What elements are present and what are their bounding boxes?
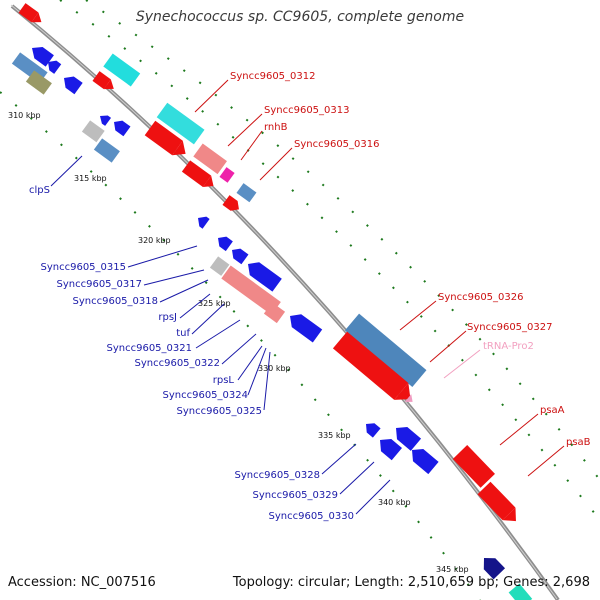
gene-arrow[interactable]: [181, 160, 218, 191]
reverse-features: [11, 42, 506, 580]
tick-track-mid: [59, 0, 600, 521]
gene-arrow[interactable]: [25, 70, 52, 95]
kbp-label: 315 kbp: [74, 174, 107, 183]
reverse-leader-lines: [50, 155, 391, 515]
gene-label-reverse[interactable]: Syncc9605_0330: [269, 511, 355, 522]
gene-arrow[interactable]: [221, 265, 281, 315]
gene-arrow[interactable]: [28, 42, 54, 67]
gene-label-reverse[interactable]: clpS: [29, 185, 50, 196]
kbp-label: 340 kbp: [378, 498, 411, 507]
gene-label-reverse[interactable]: Syncc9605_0325: [177, 406, 263, 417]
kbp-label: 310 kbp: [8, 111, 41, 120]
gene-label-forward[interactable]: psaB: [566, 437, 591, 448]
gene-label-forward[interactable]: Syncc9605_0312: [230, 71, 316, 82]
gene-arrow[interactable]: [44, 57, 62, 74]
gene-arrow[interactable]: [193, 143, 227, 175]
kbp-scale-labels: 310 kbp 315 kbp 320 kbp 325 kbp 330 kbp …: [8, 111, 469, 574]
kbp-label: 320 kbp: [138, 236, 171, 245]
gene-label-forward[interactable]: Syncc9605_0316: [294, 139, 380, 150]
gene-arrow[interactable]: [243, 258, 282, 292]
gene-label-forward[interactable]: Syncc9605_0326: [438, 292, 524, 303]
gene-label-reverse[interactable]: rpsJ: [158, 312, 177, 323]
reverse-gene-labels: clpS Syncc9605_0315 Syncc9605_0317 Syncc…: [29, 185, 354, 522]
gene-arrow[interactable]: [97, 112, 112, 126]
trna-leader-line: [443, 349, 481, 379]
tick-track-inner: [0, 91, 481, 600]
forward-features: [18, 3, 533, 600]
gene-label-reverse[interactable]: Syncc9605_0321: [107, 343, 193, 354]
gene-arrow[interactable]: [391, 422, 422, 451]
gene-arrow[interactable]: [285, 310, 323, 343]
gene-arrow[interactable]: [404, 394, 416, 406]
gene-label-forward[interactable]: Syncc9605_0327: [467, 322, 553, 333]
gene-arrow[interactable]: [93, 138, 120, 163]
gene-arrow[interactable]: [222, 195, 242, 214]
gene-label-reverse[interactable]: rpsL: [213, 375, 235, 386]
kbp-label: 345 kbp: [436, 565, 469, 574]
gene-label-reverse[interactable]: Syncc9605_0318: [73, 296, 159, 307]
gene-label-reverse[interactable]: Syncc9605_0329: [253, 490, 339, 501]
gene-arrow[interactable]: [332, 331, 418, 408]
kbp-label: 325 kbp: [198, 299, 231, 308]
gene-arrow[interactable]: [194, 213, 210, 229]
tick-track-outer: [85, 0, 600, 481]
gene-arrow[interactable]: [478, 552, 506, 580]
gene-arrow[interactable]: [110, 117, 131, 137]
gene-label-reverse[interactable]: Syncc9605_0328: [235, 470, 321, 481]
gene-arrow[interactable]: [156, 102, 205, 145]
gene-arrow[interactable]: [407, 444, 439, 475]
gene-label-reverse[interactable]: Syncc9605_0317: [57, 279, 143, 290]
gene-arrow[interactable]: [236, 183, 257, 203]
gene-label-forward[interactable]: Syncc9605_0313: [264, 105, 350, 116]
gene-arrow[interactable]: [228, 245, 249, 265]
gene-label-forward[interactable]: psaA: [540, 405, 565, 416]
kbp-label: 335 kbp: [318, 431, 351, 440]
gene-arrow[interactable]: [219, 167, 235, 183]
gene-label-reverse[interactable]: tuf: [176, 328, 190, 339]
gene-arrow[interactable]: [103, 53, 141, 87]
genome-summary: Topology: circular; Length: 2,510,659 bp…: [232, 575, 590, 590]
gene-arrow[interactable]: [452, 445, 495, 488]
gene-arrow[interactable]: [477, 481, 523, 528]
gene-arrow[interactable]: [18, 3, 44, 27]
forward-leader-lines: [194, 79, 565, 477]
gene-arrow[interactable]: [508, 583, 533, 600]
kbp-label: 330 kbp: [258, 364, 291, 373]
accession-label: Accession: NC_007516: [8, 575, 156, 590]
gene-arrow[interactable]: [362, 419, 381, 438]
gene-label-reverse[interactable]: Syncc9605_0322: [135, 358, 221, 369]
gene-label-trna[interactable]: tRNA-Pro2: [483, 341, 534, 352]
gene-label-forward[interactable]: rnhB: [264, 122, 288, 133]
gene-arrow[interactable]: [144, 120, 191, 161]
gene-arrow[interactable]: [92, 71, 117, 94]
gene-arrow[interactable]: [375, 434, 402, 461]
gene-arrow[interactable]: [209, 256, 230, 276]
gene-arrow[interactable]: [214, 233, 233, 252]
gene-label-reverse[interactable]: Syncc9605_0324: [163, 390, 249, 401]
gene-label-reverse[interactable]: Syncc9605_0315: [41, 262, 127, 273]
gene-arrow[interactable]: [81, 120, 105, 143]
gene-arrow[interactable]: [344, 313, 427, 387]
gene-arrow[interactable]: [263, 302, 286, 324]
map-title: Synechococcus sp. CC9605, complete genom…: [135, 9, 465, 25]
forward-gene-labels: Syncc9605_0312 Syncc9605_0313 rnhB Syncc…: [230, 71, 591, 448]
gene-arrow[interactable]: [60, 72, 83, 95]
